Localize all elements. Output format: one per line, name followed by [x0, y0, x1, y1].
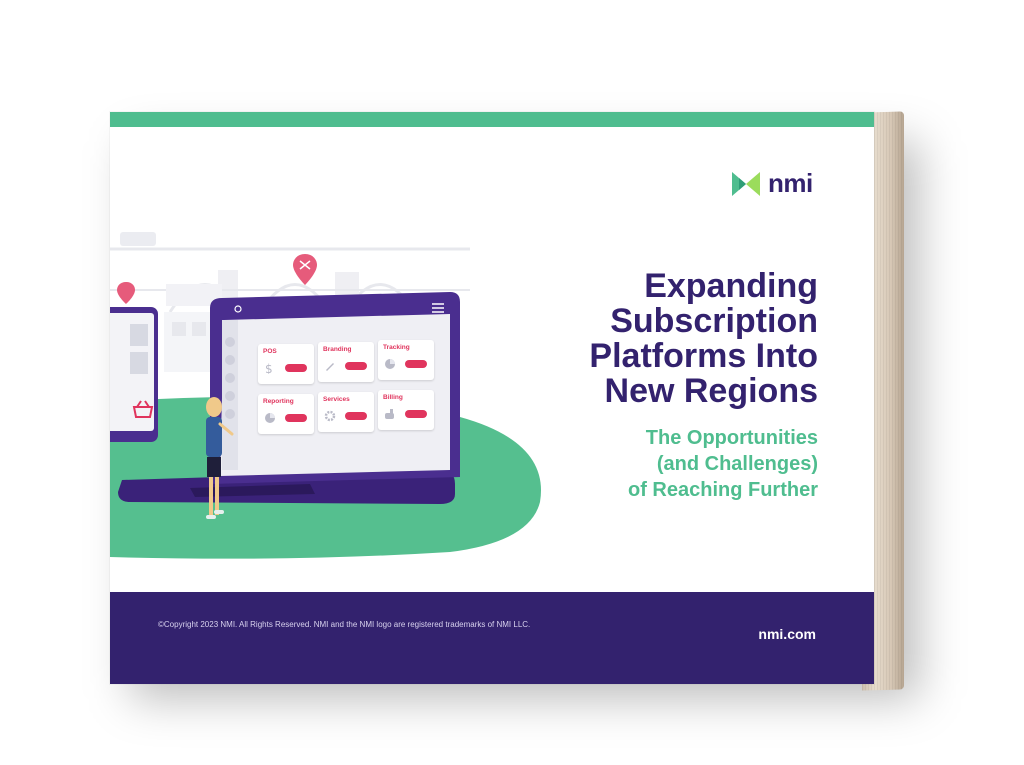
card-label: Billing: [383, 394, 403, 401]
title-line: New Regions: [604, 372, 818, 410]
title-line: Platforms Into: [589, 337, 818, 375]
cover-subtitle: The Opportunities (and Challenges) of Re…: [518, 425, 818, 503]
shopping-basket-icon: [132, 400, 154, 418]
dashboard-card-services[interactable]: Services: [318, 392, 374, 432]
dashboard-screen: POS $ Branding Tracking Reporting Servic…: [226, 208, 456, 454]
pie-chart-icon: [385, 359, 395, 369]
copyright-notice: ©Copyright 2023 NMI. All Rights Reserved…: [158, 620, 531, 629]
dashboard-card-pos[interactable]: POS $: [258, 344, 314, 384]
screen-menu-dot-icon: [234, 305, 242, 313]
subtitle-line: The Opportunities: [645, 427, 818, 449]
card-toggle-button[interactable]: [285, 414, 307, 422]
dollar-icon: $: [265, 362, 273, 374]
hand-icon: [385, 409, 394, 419]
dashboard-card-tracking[interactable]: Tracking: [378, 340, 434, 380]
map-pin-icon: [293, 254, 317, 285]
card-toggle-button[interactable]: [405, 410, 427, 418]
pie-chart-icon: [265, 413, 275, 423]
woman-figure: [206, 397, 234, 519]
cover-title: Expanding Subscription Platforms Into Ne…: [518, 269, 818, 409]
gear-icon: [324, 410, 336, 422]
svg-text:$: $: [265, 362, 273, 374]
card-toggle-button[interactable]: [405, 360, 427, 368]
card-toggle-button[interactable]: [345, 412, 367, 420]
card-label: POS: [263, 348, 277, 355]
title-line: Expanding: [644, 267, 818, 305]
cover-footer: ©Copyright 2023 NMI. All Rights Reserved…: [110, 592, 874, 684]
tablet-device: [110, 307, 158, 442]
cover-top-strip: [110, 112, 874, 127]
card-toggle-button[interactable]: [285, 364, 307, 372]
website-link[interactable]: nmi.com: [758, 626, 816, 642]
nmi-logo-icon: [732, 171, 760, 196]
screen-sidebar: [222, 320, 238, 470]
dashboard-card-reporting[interactable]: Reporting: [258, 394, 314, 434]
nmi-logo: nmi: [730, 168, 813, 199]
card-toggle-button[interactable]: [345, 362, 367, 370]
map-pin-small-icon: [117, 282, 135, 304]
hamburger-menu-icon: [432, 303, 444, 313]
subtitle-line: (and Challenges): [656, 453, 818, 475]
nmi-logo-text: nmi: [768, 168, 813, 198]
card-label: Branding: [323, 346, 352, 353]
dashboard-card-branding[interactable]: Branding: [318, 342, 374, 382]
dashboard-card-billing[interactable]: Billing: [378, 390, 434, 430]
pencil-icon: [326, 363, 334, 371]
card-label: Tracking: [383, 344, 410, 351]
card-label: Services: [323, 396, 350, 403]
subtitle-line: of Reaching Further: [627, 479, 818, 501]
card-label: Reporting: [263, 398, 294, 405]
book-cover: POS $ Branding Tracking Reporting Servic…: [110, 112, 874, 684]
title-line: Subscription: [610, 302, 818, 340]
